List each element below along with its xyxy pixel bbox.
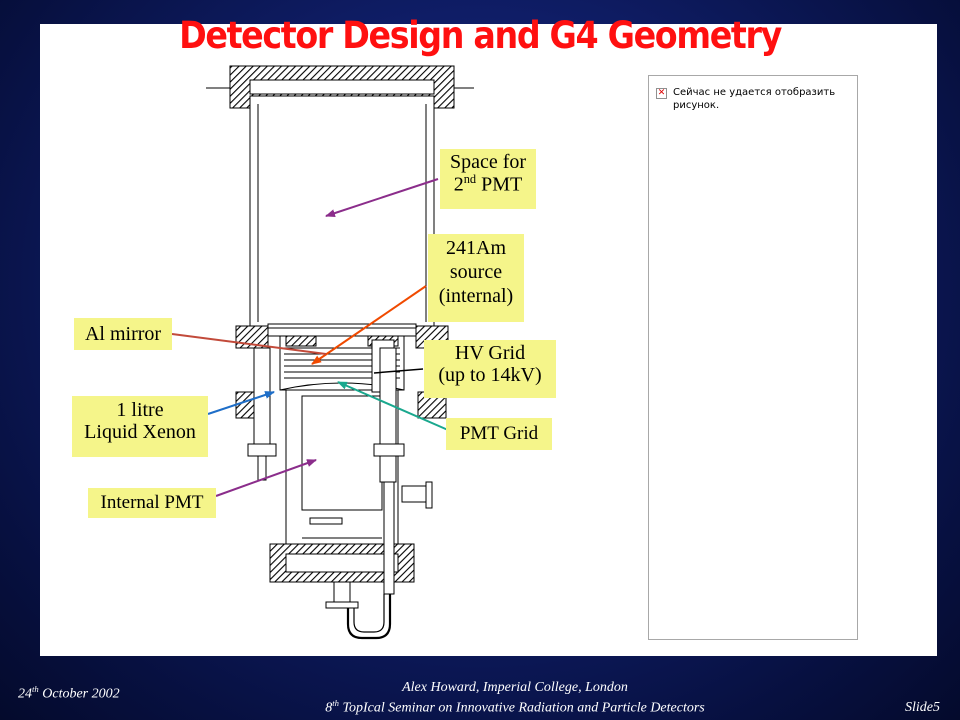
label-liquid-xenon: 1 litre Liquid Xenon	[72, 396, 208, 457]
footer-date-prefix: 24	[18, 686, 32, 702]
footer-seminar-sup: th	[332, 698, 339, 708]
arrow-al-mirror	[171, 333, 327, 355]
label-am-source: 241Am source (internal)	[428, 234, 524, 322]
slide-title: Detector Design and G4 Geometry	[179, 14, 782, 57]
label-pmt-grid-text: PMT Grid	[459, 423, 539, 444]
label-am-line2: source	[449, 261, 503, 283]
arrow-hv-grid	[373, 368, 424, 374]
footer-seminar-suffix: TopIcal Seminar on Innovative Radiation …	[338, 700, 705, 716]
label-space-sup: nd	[463, 172, 477, 187]
label-am-line3: (internal)	[438, 285, 514, 307]
arrow-liquid-xenon	[207, 391, 275, 415]
label-space-line1: Space for	[449, 151, 527, 173]
arrow-space-pmt	[325, 178, 439, 217]
footer-slide-number: Slide5	[905, 700, 940, 715]
label-space-line2: 2nd PMT	[440, 172, 536, 197]
label-al-mirror: Al mirror	[74, 318, 172, 350]
annotation-arrows	[171, 178, 449, 497]
arrow-pmt-grid	[337, 381, 449, 431]
footer-seminar: 8th TopIcal Seminar on Innovative Radiat…	[0, 698, 960, 717]
detector-diagram: Space for 2nd PMT 241Am source (internal…	[40, 24, 937, 656]
broken-image-message: Сейчас не удается отобразить рисунок.	[673, 87, 836, 111]
label-hv-line1: HV Grid	[454, 342, 526, 364]
broken-image-placeholder: ✕ Сейчас не удается отобразить рисунок.	[648, 75, 858, 640]
label-space-prefix: 2	[453, 174, 464, 197]
label-space-for-pmt: Space for 2nd PMT	[440, 149, 536, 209]
label-xenon-line1: 1 litre	[116, 399, 164, 421]
label-internal-pmt: Internal PMT	[88, 488, 216, 518]
arrow-internal-pmt	[215, 459, 317, 497]
footer-seminar-prefix: 8	[325, 700, 333, 716]
label-hv-grid: HV Grid (up to 14kV)	[424, 340, 556, 398]
footer-date-sup: th	[32, 684, 39, 694]
detector-drawing	[171, 65, 474, 640]
label-al-mirror-text: Al mirror	[84, 323, 162, 345]
footer-author: Alex Howard, Imperial College, London	[402, 680, 628, 695]
arrow-am-source	[311, 285, 427, 365]
label-am-line1: 241Am	[446, 237, 506, 259]
label-xenon-line2: Liquid Xenon	[84, 421, 196, 444]
label-space-suffix: PMT	[476, 174, 523, 197]
footer-date: 24th October 2002	[18, 684, 120, 703]
broken-image-x-icon: ✕	[656, 88, 667, 99]
detector-body	[206, 65, 474, 640]
label-pmt-grid: PMT Grid	[446, 418, 552, 450]
label-internal-pmt-text: Internal PMT	[100, 492, 204, 513]
label-hv-line2: (up to 14kV)	[438, 364, 542, 387]
footer-date-suffix: October 2002	[38, 686, 120, 702]
